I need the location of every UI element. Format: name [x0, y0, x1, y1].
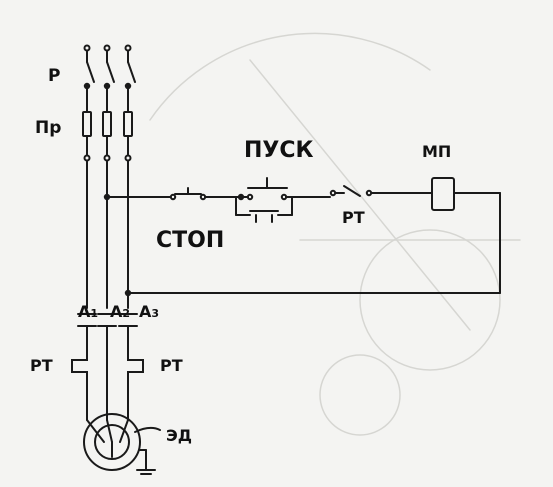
- starter-label: МП: [422, 142, 452, 161]
- contactor-contacts: [77, 313, 138, 421]
- knife-switch: [83, 50, 136, 97]
- relay-right-label: РТ: [160, 356, 183, 375]
- switch-label: Р: [48, 66, 61, 86]
- phase-a2-label: А2: [110, 302, 131, 321]
- stop-button-label: СТОП: [156, 228, 225, 253]
- control-circuit: [103, 177, 501, 297]
- electric-motor: [83, 413, 161, 475]
- start-button-label: ПУСК: [244, 138, 314, 163]
- relay-left-label: РТ: [30, 356, 53, 375]
- phase-conductors: [86, 160, 129, 309]
- phase-a3-label: А3: [139, 302, 160, 321]
- fuses-label: Пр: [35, 118, 62, 138]
- relay-contact-label: РТ: [342, 208, 365, 227]
- phase-a1-label: А1: [78, 302, 99, 321]
- thermal-relay-heaters: [71, 357, 144, 421]
- supply-terminals: [83, 44, 132, 52]
- motor-label: ЭД: [166, 426, 192, 445]
- fuses: [82, 95, 133, 162]
